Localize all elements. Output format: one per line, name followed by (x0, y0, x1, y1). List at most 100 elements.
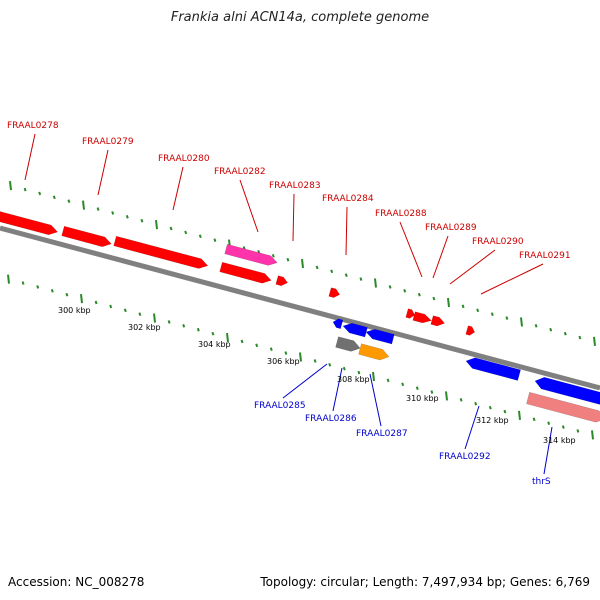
genome-backbone (0, 225, 600, 391)
upper-scale-minor-tick (140, 218, 144, 223)
upper-scale-major-tick (301, 258, 304, 269)
upper-scale-minor-tick (23, 187, 27, 192)
gene-arrow-FRAAL0285 (332, 318, 344, 330)
upper-scale-minor-tick (359, 277, 363, 281)
lower-scale-major-tick (153, 313, 156, 323)
upper-scale-minor-tick (505, 316, 509, 320)
kbp-label: 312 kbp (476, 416, 509, 425)
upper-scale-minor-tick (534, 324, 538, 328)
lower-scale-major-tick (7, 274, 10, 284)
upper-scale-minor-tick (476, 308, 480, 313)
upper-scale-major-tick (520, 317, 523, 327)
kbp-label: 310 kbp (406, 394, 439, 403)
leader-FRAAL0283 (292, 193, 295, 242)
accession-text: Accession: NC_008278 (8, 575, 145, 589)
gene-arrow-FRAAL0279 (61, 225, 112, 247)
upper-scale-minor-tick (578, 335, 582, 340)
gene-arrow-FRAAL0284 (275, 275, 288, 287)
upper-scale-minor-tick (490, 312, 494, 316)
lower-scale-major-tick (518, 410, 521, 421)
upper-scale-minor-tick (67, 199, 71, 204)
lower-scale-minor-tick (386, 378, 390, 383)
kbp-label: 304 kbp (198, 340, 231, 349)
upper-scale-minor-tick (52, 195, 56, 200)
lower-scale-minor-tick (240, 339, 244, 344)
gene-arrow-FRAAL0278 (0, 211, 59, 236)
gene-arrow-FRAAL0289 (412, 311, 432, 324)
gene-arrow-FRAAL0282 (224, 243, 278, 266)
upper-scale-minor-tick (271, 253, 275, 258)
upper-scale-minor-tick (96, 207, 100, 211)
gene-arrow-FRAAL0280 (113, 235, 209, 269)
upper-scale-minor-tick (417, 292, 421, 297)
lower-scale-minor-tick (36, 285, 40, 289)
lower-scale-minor-tick (576, 429, 580, 433)
upper-scale-minor-tick (198, 234, 202, 239)
upper-scale-minor-tick (388, 285, 392, 289)
leader-FRAAL0285 (282, 363, 328, 399)
leader-FRAAL0289 (432, 235, 449, 279)
gene-arrow-FRAAL0292 (465, 357, 521, 381)
lower-scale-major-tick (299, 352, 302, 362)
lower-scale-minor-tick (342, 366, 346, 371)
genome-stats-text: Topology: circular; Length: 7,497,934 bp… (260, 575, 590, 589)
label-leaders (24, 133, 553, 475)
lower-scale-minor-tick (313, 359, 317, 363)
gene-label-FRAAL0285: FRAAL0285 (254, 401, 306, 411)
upper-scale-minor-tick (563, 331, 567, 336)
lower-scale-minor-tick (532, 417, 536, 422)
leader-FRAAL0287 (369, 373, 382, 427)
gene-arrow-FRAAL0291 (465, 325, 476, 336)
gene-label-FRAAL0278: FRAAL0278 (7, 121, 59, 131)
upper-scale-minor-tick (403, 288, 407, 293)
lower-scale-minor-tick (255, 343, 259, 348)
upper-scale-minor-tick (344, 273, 348, 278)
upper-scale-minor-tick (315, 265, 319, 270)
kbp-label: 300 kbp (58, 306, 91, 315)
feature-orange-block (358, 343, 390, 361)
leader-FRAAL0286 (332, 367, 343, 412)
gene-label-FRAAL0287: FRAAL0287 (356, 429, 408, 439)
upper-scale-major-tick (447, 297, 450, 308)
gene-arrow-thrS (534, 377, 600, 405)
lower-scale-minor-tick (21, 281, 25, 285)
gene-label-FRAAL0283: FRAAL0283 (269, 181, 321, 191)
leader-FRAAL0280 (172, 166, 184, 211)
upper-scale-minor-tick (330, 269, 334, 274)
upper-scale-minor-tick (432, 296, 436, 301)
upper-scale-minor-tick (125, 215, 129, 219)
gene-arrow-FRAAL0288 (405, 308, 416, 319)
kbp-label: 308 kbp (337, 375, 370, 384)
map-title: Frankia alni ACN14a, complete genome (170, 10, 430, 25)
upper-scale-minor-tick (213, 238, 217, 242)
upper-scale-major-tick (82, 200, 85, 210)
gene-arrow-FRAAL0283 (219, 261, 272, 284)
leader-FRAAL0291 (480, 263, 544, 295)
lower-scale-minor-tick (196, 327, 200, 332)
gene-arrow-FRAAL0290 (430, 315, 446, 327)
scale-ticks (7, 181, 596, 440)
lower-scale-major-tick (591, 430, 594, 440)
leader-FRAAL0279 (97, 149, 109, 196)
gene-label-FRAAL0292: FRAAL0292 (439, 452, 491, 462)
upper-scale-major-tick (593, 336, 596, 347)
gene-label-thrS: thrS (532, 477, 551, 487)
lower-scale-minor-tick (94, 300, 98, 305)
feature-gray-block (335, 336, 361, 352)
lower-scale-minor-tick (138, 312, 142, 316)
lower-scale-minor-tick (182, 324, 186, 328)
upper-scale-major-tick (374, 278, 377, 288)
lower-scale-minor-tick (65, 292, 69, 297)
lower-scale-major-tick (372, 371, 375, 382)
upper-scale-minor-tick (286, 257, 290, 262)
lower-scale-minor-tick (50, 288, 54, 293)
gene-label-FRAAL0290: FRAAL0290 (472, 237, 524, 247)
lower-scale-major-tick (445, 391, 448, 401)
upper-scale-major-tick (9, 181, 12, 191)
leader-FRAAL0278 (24, 133, 36, 181)
upper-scale-minor-tick (169, 226, 173, 231)
lower-scale-minor-tick (211, 331, 215, 336)
lower-scale-minor-tick (284, 351, 288, 355)
upper-scale-minor-tick (461, 304, 465, 309)
gene-label-FRAAL0289: FRAAL0289 (425, 223, 477, 233)
